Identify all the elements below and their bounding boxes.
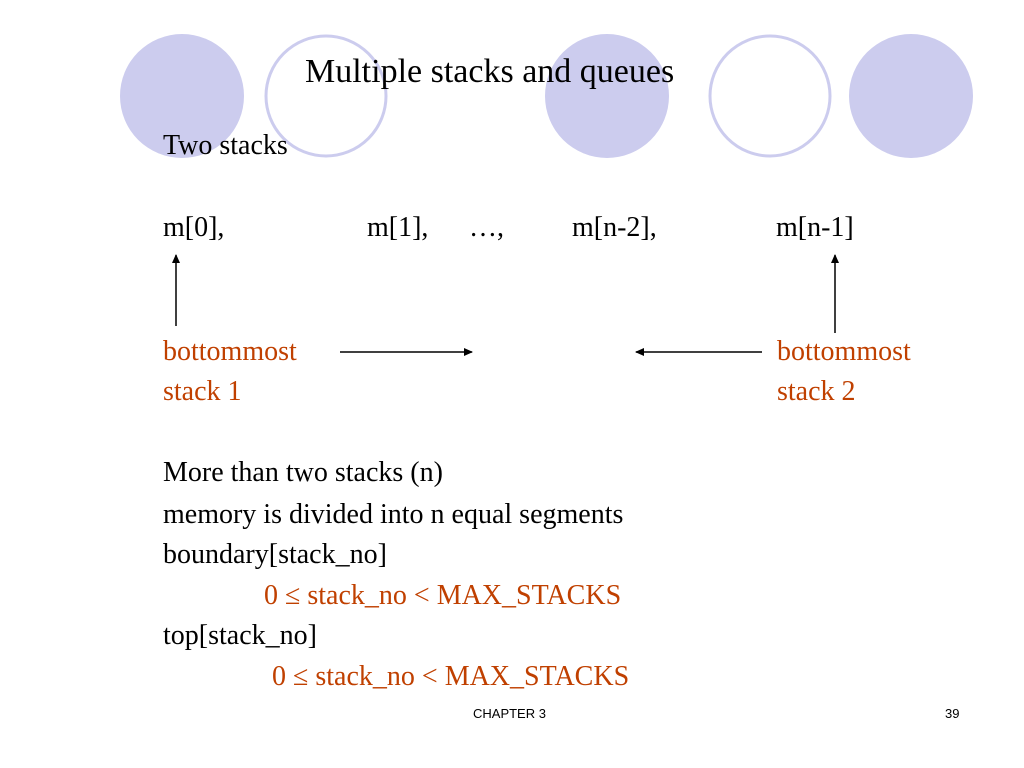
memory-cell-mn1: m[n-1] (776, 212, 854, 243)
decorative-circles (120, 34, 973, 158)
decor-circle-5 (849, 34, 973, 158)
decor-circle-2 (264, 34, 388, 158)
label-stack-2: stack 2 (777, 376, 856, 407)
label-bottommost-2: bottommost (777, 336, 911, 367)
memory-cell-mn2: m[n-2], (572, 212, 657, 243)
footer-page-number: 39 (945, 706, 960, 721)
constraint-boundary: 0 ≤ stack_no < MAX_STACKS (264, 580, 622, 611)
constraint-top: 0 ≤ stack_no < MAX_STACKS (272, 661, 630, 692)
decor-circle-4 (708, 34, 832, 158)
text-top: top[stack_no] (163, 620, 317, 651)
text-divided-segments: memory is divided into n equal segments (163, 499, 624, 530)
decor-circle-1 (120, 34, 244, 158)
slide-title: Multiple stacks and queues (305, 53, 675, 90)
label-bottommost-1: bottommost (163, 336, 297, 367)
text-boundary: boundary[stack_no] (163, 539, 387, 570)
heading-more-stacks: More than two stacks (n) (163, 457, 443, 488)
label-stack-1: stack 1 (163, 376, 242, 407)
memory-cell-m1: m[1], (367, 212, 429, 243)
heading-two-stacks: Two stacks (163, 130, 288, 161)
memory-cell-ellipsis: …, (469, 212, 504, 243)
decor-circle-3 (545, 34, 669, 158)
footer-chapter: CHAPTER 3 (473, 706, 546, 721)
memory-cell-m0: m[0], (163, 212, 225, 243)
